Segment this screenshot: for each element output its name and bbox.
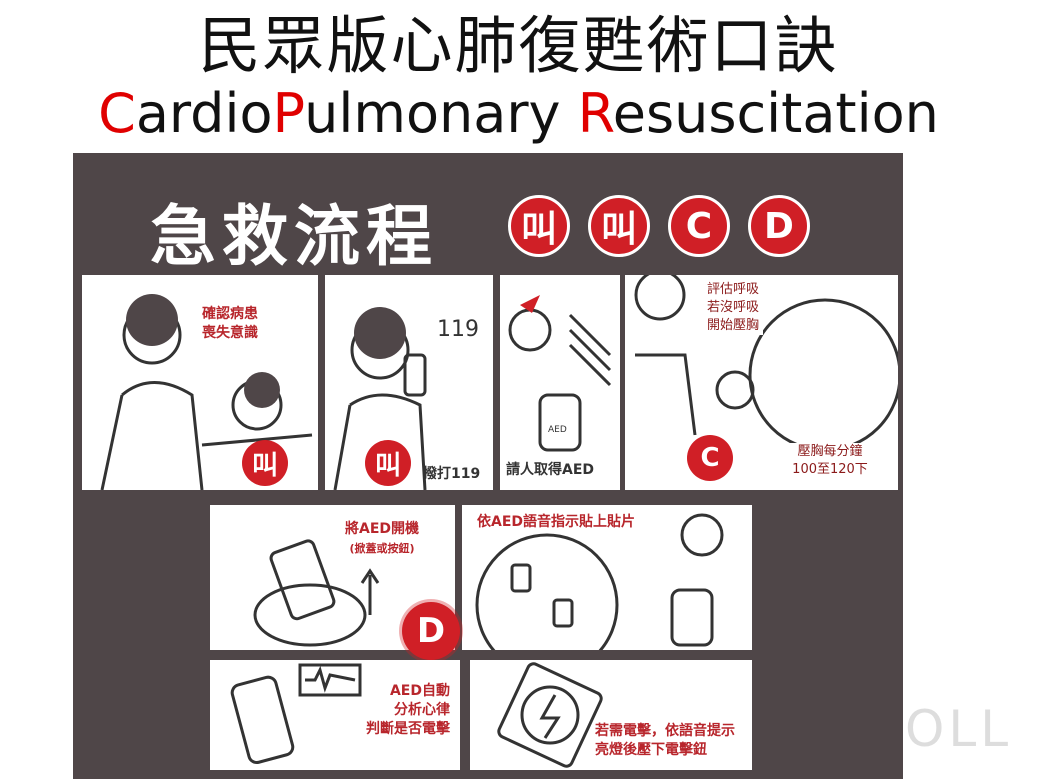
caller-illustration: [333, 307, 427, 490]
rescuer-illustration: [100, 294, 313, 490]
caption-line: 亮燈後壓下電擊鈕: [595, 742, 707, 758]
caption-line: 若沒呼吸: [707, 300, 760, 315]
caption-line: 判斷是否電擊: [366, 721, 450, 737]
aed-label: AED: [548, 425, 567, 435]
heart-rhythm-illustration: [230, 663, 362, 765]
note-line: 壓胸每分鐘: [797, 444, 863, 459]
caption-line: 分析心律: [394, 702, 450, 718]
badge-c: C: [668, 195, 730, 257]
caption-line: 喪失意識: [202, 325, 258, 341]
step-panel-shock: 若需電擊，依語音提示亮燈後壓下電擊鈕: [470, 660, 752, 770]
subtitle-text: ardio: [135, 82, 273, 145]
caption-line: (掀蓋或按鈕): [349, 542, 415, 555]
badge-call-1: 叫: [508, 195, 570, 257]
poster-heading: 急救流程: [150, 198, 438, 275]
badge-call: 叫: [365, 440, 411, 486]
caption: 請人取得AED: [506, 462, 595, 478]
subtitle-text: ulmonary: [304, 82, 578, 145]
subtitle-text: esuscitation: [612, 82, 939, 145]
badge-c: C: [687, 435, 733, 481]
note-line: 100至120下: [792, 462, 868, 477]
aed-open-illustration: [253, 539, 380, 647]
badge-call: 叫: [242, 440, 288, 486]
caption: 撥打119: [423, 466, 481, 482]
letter-p: P: [272, 82, 305, 145]
caption-line: 將AED開機: [345, 521, 420, 537]
step-panel-check: 確認病患喪失意識 叫: [82, 275, 318, 490]
badge-d: D: [402, 602, 460, 660]
letter-r: R: [577, 82, 613, 145]
caption-line: 確認病患: [202, 306, 258, 322]
caption-line: 評估呼吸: [707, 282, 760, 297]
slide-title: 民眾版心肺復甦術口訣: [198, 9, 839, 82]
step-panel-pads: 依AED語音指示貼上貼片: [462, 505, 752, 650]
shock-button-illustration: [497, 662, 603, 768]
slide-subtitle: CardioPulmonary Resuscitation: [0, 82, 1037, 146]
speech-119: 119: [437, 317, 479, 342]
step-panel-compressions: 評估呼吸若沒呼吸開始壓胸 C 壓胸每分鐘 100至120下: [625, 275, 898, 490]
watermark: OLL: [905, 700, 1013, 758]
caption-line: AED自動: [389, 683, 450, 699]
caption-line: 開始壓胸: [707, 318, 760, 333]
helper-illustration: [508, 295, 612, 452]
step-panel-get-aed: AED 請人取得AED: [500, 275, 620, 490]
letter-c: C: [98, 82, 136, 145]
pads-illustration: [475, 513, 724, 650]
caption: 依AED語音指示貼上貼片: [477, 514, 636, 530]
step-panel-call-119: 119 叫 撥打119: [325, 275, 493, 490]
badge-d: D: [748, 195, 810, 257]
step-panel-analyze: AED自動分析心律判斷是否電擊: [210, 660, 460, 770]
badge-call-2: 叫: [588, 195, 650, 257]
caption-line: 若需電擊，依語音提示: [595, 723, 735, 739]
